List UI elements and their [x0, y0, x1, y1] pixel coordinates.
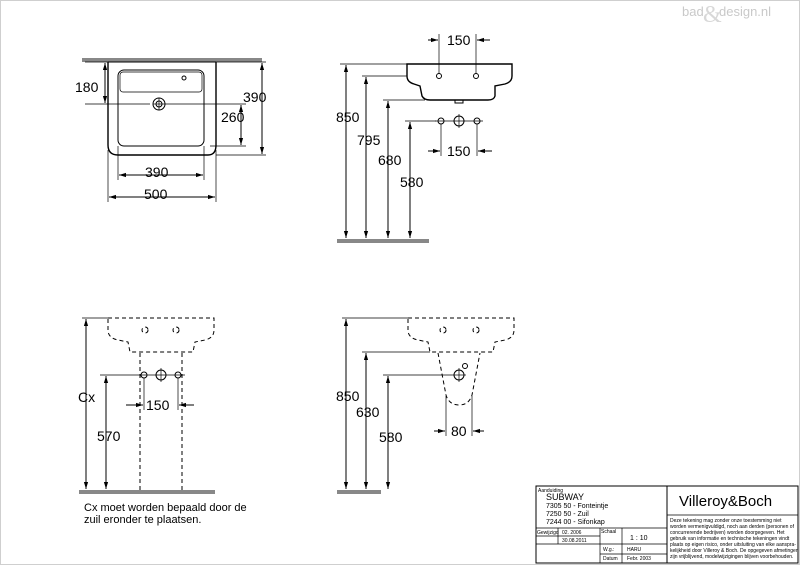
watermark-left: bad [682, 4, 704, 19]
label-gewijzigd: Gewijzigd [537, 530, 559, 536]
wall-hatch-plan [82, 58, 262, 62]
dim-150-top: 150 [447, 32, 471, 48]
label-aanduiding: Aanduiding [538, 488, 563, 494]
dim-570: 570 [97, 428, 121, 444]
datum-value: Febr. 2003 [627, 556, 651, 562]
date-2: 30.08.2011 [562, 538, 587, 544]
brand-name: Villeroy&Boch [679, 493, 772, 510]
siphon-front-elevation: 850 630 580 80 [336, 317, 515, 494]
column-front-elevation: Cx 150 570 Cx moet worden bepaald door d… [78, 317, 247, 526]
dim-150-mid: 150 [447, 143, 471, 159]
label-datum: Datum [603, 556, 618, 562]
disclaimer-line-5: plaats op eigen risico, onder uitsluitin… [670, 542, 796, 548]
item-2: 7250 50 - Zuil [546, 511, 589, 518]
product-name: SUBWAY [546, 492, 584, 502]
dim-80: 80 [451, 423, 467, 439]
dim-180: 180 [75, 79, 99, 95]
dim-260: 260 [221, 109, 245, 125]
dim-500: 500 [144, 186, 168, 202]
watermark-amp: & [703, 2, 722, 28]
note-line-2: zuil eronder te plaatsen. [84, 514, 201, 526]
disclaimer-line-7: zijn vrijblijvend, modelwijzigingen blij… [670, 554, 793, 560]
date-1: 02. 2006 [562, 530, 582, 536]
dim-580-siphon: 580 [379, 429, 403, 445]
watermark-right: design.nl [719, 4, 771, 19]
plan-view: 180 390 260 390 500 [75, 58, 267, 202]
disclaimer-line-3: concurrerende bedrijven) worden doorgege… [670, 530, 785, 536]
disclaimer-line-6: kelijkheid door Villeroy & Boch. De opge… [670, 548, 799, 554]
dim-cx: Cx [78, 389, 95, 405]
floor-hatch-column [79, 490, 215, 494]
title-block: Aanduiding SUBWAY 7305 50 - Fonteintje 7… [535, 485, 799, 564]
dim-850-siphon: 850 [336, 388, 360, 404]
disclaimer-line-2: worden vermenigvuldigd, noch aan derden … [670, 524, 795, 530]
disclaimer-line-1: Deze tekening mag zonder onze toestemmin… [670, 518, 782, 524]
floor-hatch-siphon [337, 490, 381, 494]
note-line-1: Cx moet worden bepaald door de [84, 502, 247, 514]
wg-value: HARU [627, 547, 642, 553]
watermark-logo: bad & design.nl [682, 2, 771, 28]
dim-630: 630 [356, 404, 380, 420]
label-wg: W.g.: [603, 547, 614, 553]
label-schaal: Schaal [601, 529, 616, 535]
scale-value: 1 : 10 [630, 535, 648, 542]
dim-795: 795 [357, 132, 381, 148]
dim-850: 850 [336, 109, 360, 125]
dim-390-width: 390 [145, 164, 169, 180]
dim-580: 580 [400, 174, 424, 190]
dim-680: 680 [378, 152, 402, 168]
item-3: 7244 00 - Sifonkap [546, 519, 605, 526]
front-elevation: 150 850 795 680 580 150 [336, 32, 513, 243]
item-1: 7305 50 - Fonteintje [546, 503, 608, 510]
dim-390-height: 390 [243, 89, 267, 105]
disclaimer-line-4: gebruik van informatie en technische tek… [670, 536, 790, 542]
dim-150-column: 150 [146, 397, 170, 413]
floor-hatch-front [337, 239, 429, 243]
